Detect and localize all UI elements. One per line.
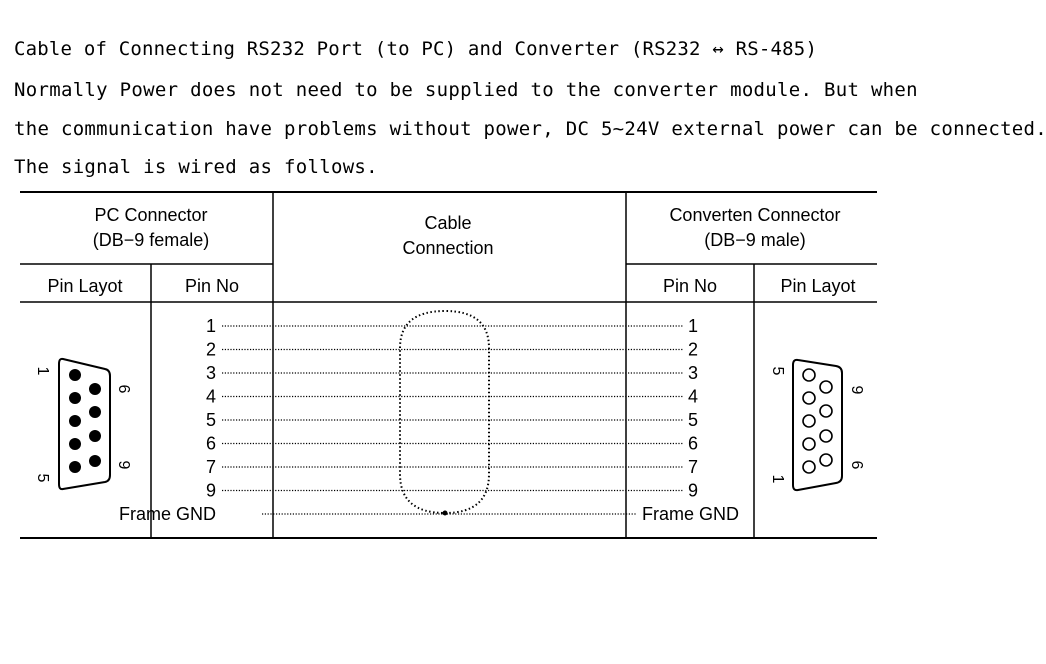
left-pin-label: 9 (206, 481, 216, 501)
col-pin-layout-left: Pin Layot (47, 276, 122, 296)
document-heading: Cable of Connecting RS232 Port (to PC) a… (14, 38, 818, 60)
right-pin-label: 1 (688, 316, 698, 336)
male-label-top-right: 9 (848, 386, 865, 395)
left-pin-label: 6 (206, 434, 216, 454)
paragraph-line-3: The signal is wired as follows. (14, 156, 378, 178)
paragraph-line-2: the communication have problems without … (14, 118, 1046, 140)
female-label-top-right: 6 (115, 385, 132, 394)
left-pin-label: 1 (206, 316, 216, 336)
male-label-bottom-right: 6 (848, 461, 865, 470)
left-pin-label: 4 (206, 387, 216, 407)
db9-female-connector: 1 5 6 9 (34, 357, 132, 491)
right-pin-label: 5 (688, 410, 698, 430)
cable-header-line2: Connection (402, 238, 493, 258)
left-pin-label: 7 (206, 457, 216, 477)
col-pin-layout-right: Pin Layot (780, 276, 855, 296)
left-pin-label: 2 (206, 340, 216, 360)
left-pin-label: 5 (206, 410, 216, 430)
right-pin-label: 9 (688, 481, 698, 501)
female-label-bottom-right: 9 (115, 461, 132, 470)
shield-junction-dot (442, 510, 448, 516)
paragraph-line-1: Normally Power does not need to be suppl… (14, 79, 918, 101)
pc-connector-subtitle: (DB−9 female) (93, 230, 210, 250)
pc-connector-title: PC Connector (94, 205, 207, 225)
converter-connector-subtitle: (DB−9 male) (704, 230, 806, 250)
converter-connector-title: Converten Connector (669, 205, 840, 225)
right-pin-label: 7 (688, 457, 698, 477)
male-label-bottom-left: 1 (769, 475, 786, 484)
cable-header-line1: Cable (424, 213, 471, 233)
female-label-bottom-left: 5 (34, 474, 51, 483)
left-pin-label: Frame GND (119, 504, 216, 524)
col-pin-no-right: Pin No (663, 276, 717, 296)
female-label-top-left: 1 (34, 367, 51, 376)
db9-male-connector: 5 1 9 6 (769, 358, 865, 492)
col-pin-no-left: Pin No (185, 276, 239, 296)
table-grid (20, 191, 877, 539)
right-pin-label: 3 (688, 363, 698, 383)
right-pin-label: 6 (688, 434, 698, 454)
right-pin-label: 4 (688, 387, 698, 407)
male-label-top-left: 5 (769, 367, 786, 376)
right-pin-label: Frame GND (642, 504, 739, 524)
left-pin-label: 3 (206, 363, 216, 383)
cable-bundle-loop (399, 309, 490, 515)
right-pin-label: 2 (688, 340, 698, 360)
